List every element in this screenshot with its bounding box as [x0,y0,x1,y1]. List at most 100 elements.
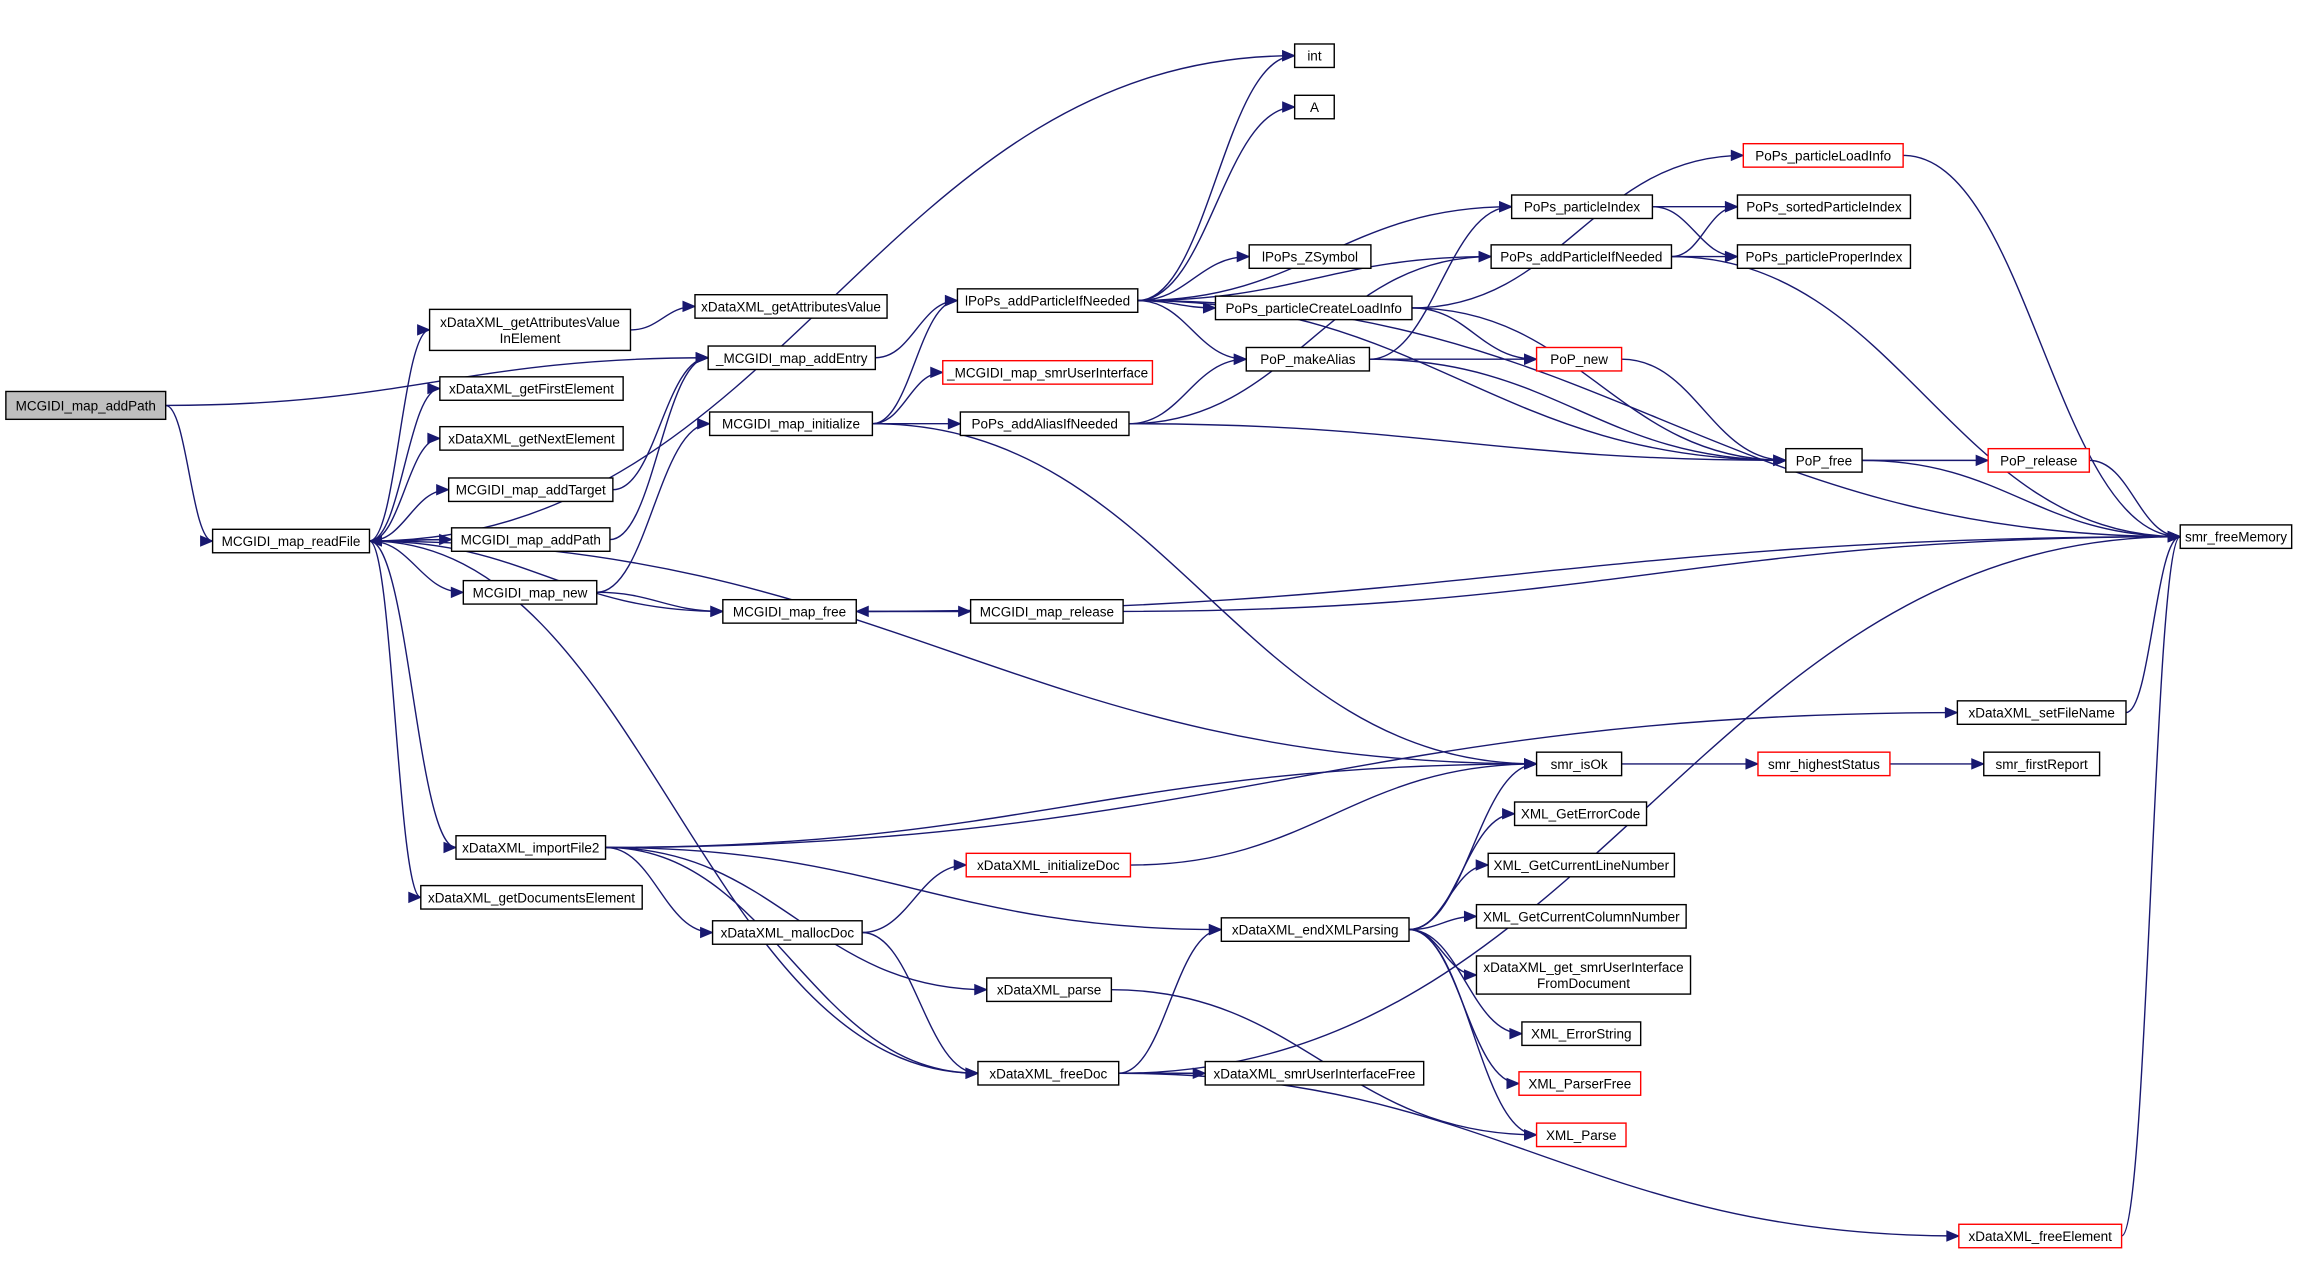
node-xdataxml-freedoc[interactable]: xDataXML_freeDoc [977,1060,1120,1086]
node-box [439,376,624,401]
node-label: MCGIDI_map_addPath [461,533,601,548]
node-label: xDataXML_mallocDoc [721,926,855,941]
node-label: PoP_makeAlias [1260,352,1356,367]
node-xml-getcurrentlinenumber[interactable]: XML_GetCurrentLineNumber [1487,852,1676,878]
node-label: PoPs_particleLoadInfo [1755,148,1891,163]
node-pops-particlecreateloadinfo[interactable]: PoPs_particleCreateLoadInfo [1214,295,1413,321]
node-label: A [1310,100,1319,115]
node-xdataxml-mallocdoc[interactable]: xDataXML_mallocDoc [711,920,863,945]
node-xml-geterrorcode[interactable]: XML_GetErrorCode [1513,801,1648,827]
edge-pops-particlecreateloadinfo-to-pops-particleloadinfo [1411,149,1745,309]
node-box [986,977,1113,1003]
node-smr-isok[interactable]: smr_isOk [1535,751,1623,777]
edge-pops-addparticleifneeded-to-smr-freememory [1671,255,2182,543]
node-xdataxml-getdocumentselement[interactable]: xDataXML_getDocumentsElement [420,884,643,910]
node-xml-errorstring[interactable]: XML_ErrorString [1521,1021,1642,1047]
edge-xdataxml-endxmlparsing-to-xml-parse [1409,928,1538,1141]
node-pops-addaliasifneeded[interactable]: PoPs_addAliasIfNeeded [959,411,1130,437]
node-smr-freememory[interactable]: smr_freeMemory [2179,524,2293,550]
edge-lpops-addparticleifneeded-to-a [1137,101,1296,302]
node-box [1487,852,1676,878]
node-mcgidi-map-free[interactable]: MCGIDI_map_free [722,598,857,624]
node-mcgidi-map-addentry[interactable]: _MCGIDI_map_addEntry [707,345,877,371]
node-xml-getcurrentcolumnnumber[interactable]: XML_GetCurrentColumnNumber [1475,903,1687,929]
node-pops-particleproperindex[interactable]: PoPs_particleProperIndex [1736,244,1912,270]
edge-pops-addaliasifneeded-to-pops-addparticleifneeded [1128,250,1493,425]
edge-xdataxml-mallocdoc-to-xdataxml-freedoc [862,931,980,1080]
node-xdataxml-parse[interactable]: xDataXML_parse [986,977,1113,1003]
node-smr-firstreport[interactable]: smr_firstReport [1983,751,2101,777]
edge-mcgidi-map-release-to-smr-freememory [1123,530,2182,613]
node-label: MCGIDI_map_free [733,604,846,619]
node-mcgidi-map-initialize[interactable]: MCGIDI_map_initialize [708,411,874,437]
edge-pops-addaliasifneeded-to-pop-makealias [1128,353,1248,425]
node-box [1983,751,2101,777]
node-xdataxml-getnextelement[interactable]: xDataXML_getNextElement [439,425,624,451]
node-int[interactable]: int [1293,43,1335,69]
node-mcgidi-map-smruserinterface[interactable]: _MCGIDI_map_smrUserInterface [942,359,1154,385]
node-box [1956,700,2127,726]
node-xdataxml-endxmlparsing[interactable]: xDataXML_endXMLParsing [1220,917,1410,942]
node-box [1513,801,1648,827]
node-pops-particleloadinfo[interactable]: PoPs_particleLoadInfo [1742,142,1904,168]
node-label: PoPs_particleProperIndex [1746,250,1903,265]
node-mcgidi-map-addpath[interactable]: MCGIDI_map_addPath [450,527,611,552]
node-xml-parserfree[interactable]: XML_ParserFree [1518,1071,1642,1096]
node-label: XML_GetCurrentLineNumber [1493,858,1669,873]
node-pops-particleindex[interactable]: PoPs_particleIndex [1510,194,1654,220]
node-box [1521,1021,1642,1047]
edge-mcgidi-map-addtarget-to-mcgidi-map-addentry [612,352,710,491]
node-label: smr_highestStatus [1768,757,1880,772]
node-label: xDataXML_freeElement [1969,1229,2113,1244]
node-mcgidi-map-addtarget[interactable]: MCGIDI_map_addTarget [447,477,614,503]
node-box [1736,194,1912,220]
node-box [450,527,611,552]
edge-xdataxml-importfile2-to-xdataxml-freedoc [605,846,980,1080]
node-label: PoPs_addAliasIfNeeded [971,417,1117,432]
node-xdataxml-setfilename[interactable]: xDataXML_setFileName [1956,700,2127,726]
node-xdataxml-getfirstelement[interactable]: xDataXML_getFirstElement [439,376,624,401]
node-mcgidi-map-release[interactable]: MCGIDI_map_release [969,598,1124,624]
node-a[interactable]: A [1293,94,1335,120]
edge-mcgidi-map-readfile-to-xdataxml-importfile2 [369,540,458,854]
node-box [5,390,167,421]
node-box [1245,346,1371,372]
node-label: XML_GetErrorCode [1521,807,1640,822]
edge-pop-makealias-to-pop-free [1369,358,1788,467]
node-box [428,308,632,352]
node-xdataxml-getattributesvalue[interactable]: xDataXML_getAttributesValue [694,294,888,319]
node-mcgidi-map-readfile[interactable]: MCGIDI_map_readFile [211,528,371,554]
call-graph-nodes: MCGIDI_map_addPathMCGIDI_map_readFilexDa… [5,43,2293,1249]
node-box [708,411,874,437]
node-box [1742,142,1904,168]
node-pops-addparticleifneeded[interactable]: PoPs_addParticleIfNeeded [1490,244,1673,270]
node-xml-parse[interactable]: XML_Parse [1535,1122,1627,1148]
node-pop-makealias[interactable]: PoP_makeAlias [1245,346,1371,372]
node-mcgidi-map-new[interactable]: MCGIDI_map_new [462,579,598,605]
edge-xdataxml-getattributesvalue-inelement-to-xdataxml-getattributesvalue [630,300,697,331]
node-xdataxml-smruserinterfacefree[interactable]: xDataXML_smrUserInterfaceFree [1204,1060,1425,1086]
node-xdataxml-initializedoc[interactable]: xDataXML_initializeDoc [965,852,1132,878]
node-smr-higheststatus[interactable]: smr_highestStatus [1757,751,1891,777]
node-box [1490,244,1673,270]
node-box [439,425,624,451]
node-box [1293,94,1335,120]
node-box [977,1060,1120,1086]
node-pops-sortedparticleindex[interactable]: PoPs_sortedParticleIndex [1736,194,1912,220]
node-pop-release[interactable]: PoP_release [1987,447,2091,473]
node-lpops-addparticleifneeded[interactable]: lPoPs_addParticleIfNeeded [956,288,1139,314]
edge-mcgidi-map-new-to-mcgidi-map-free [596,591,725,618]
node-box [942,359,1154,385]
node-mcgidi-map-addpath[interactable]: MCGIDI_map_addPath [5,390,167,421]
node-xdataxml-freeelement[interactable]: xDataXML_freeElement [1958,1223,2123,1249]
node-label: XML_ParserFree [1528,1077,1631,1092]
node-pop-new[interactable]: PoP_new [1535,346,1623,372]
node-lpops-zsymbol[interactable]: lPoPs_ZSymbol [1248,244,1372,270]
node-label: MCGIDI_map_initialize [722,417,860,432]
node-xdataxml-importfile2[interactable]: xDataXML_importFile2 [455,835,607,860]
node-pop-free[interactable]: PoP_free [1785,447,1863,473]
node-label: PoPs_sortedParticleIndex [1746,200,1902,215]
node-box [1475,955,1692,995]
